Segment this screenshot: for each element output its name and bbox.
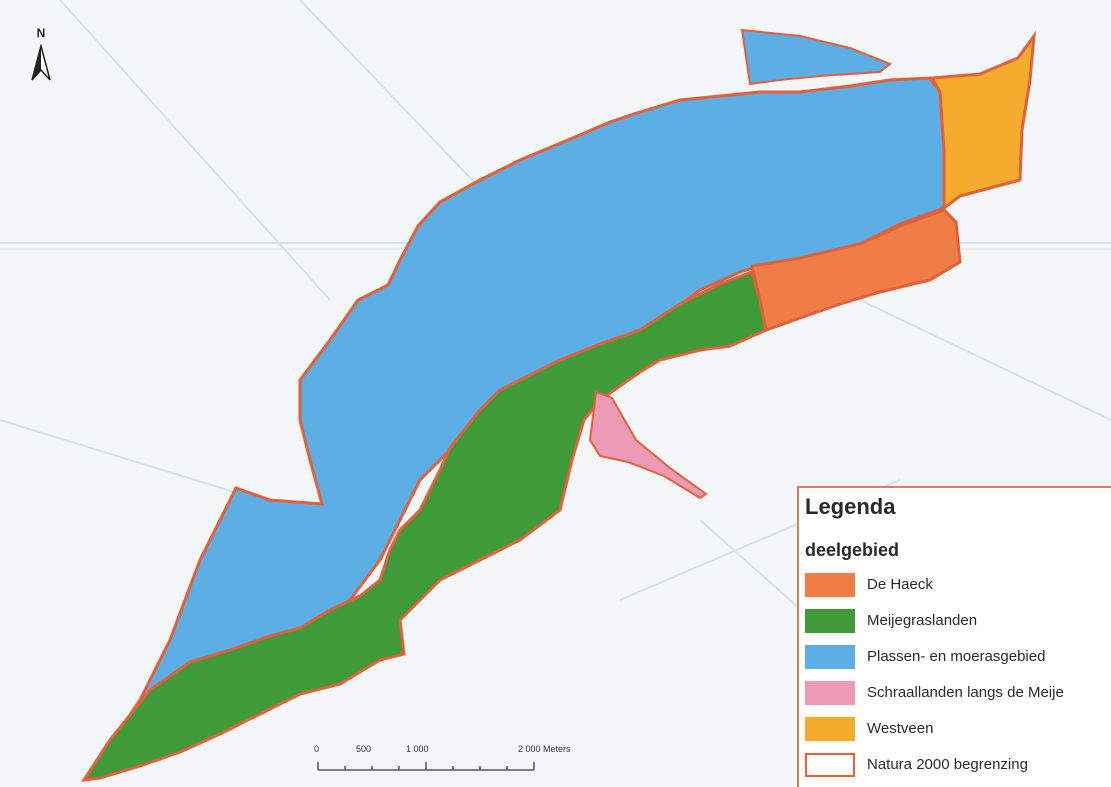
- legend-swatch-natura2000: [805, 753, 855, 777]
- legend-item-de-haeck: De Haeck: [805, 569, 1111, 605]
- scale-label-1000: 1 000: [406, 744, 429, 754]
- plassen-area: [83, 76, 946, 782]
- north-arrow: N: [28, 26, 54, 86]
- legend-label: De Haeck: [867, 576, 933, 593]
- legend-label: Plassen- en moerasgebied: [867, 648, 1046, 665]
- legend-subtitle: deelgebied: [805, 540, 900, 560]
- scale-label-2000: 2 000 Meters: [518, 744, 571, 754]
- legend-item-westveen: Westveen: [805, 713, 1111, 749]
- westveen-area: [929, 30, 1036, 211]
- plassen-island: [740, 28, 892, 86]
- legend-item-meijegraslanden: Meijegraslanden: [805, 605, 1111, 641]
- legend-label: Meijegraslanden: [867, 612, 978, 629]
- legend-swatch-meijegraslanden: [805, 609, 855, 633]
- legend-item-schraallanden: Schraallanden langs de Meije: [805, 677, 1111, 713]
- legend-item-plassen: Plassen- en moerasgebied: [805, 641, 1111, 677]
- legend-swatch-plassen: [805, 645, 855, 669]
- legend: Legenda deelgebied De Haeck Meijegraslan…: [797, 486, 1111, 787]
- schraallanden-area: [588, 390, 708, 500]
- scale-label-500: 500: [356, 744, 372, 754]
- legend-label: Natura 2000 begrenzing: [867, 756, 1028, 773]
- legend-swatch-westveen: [805, 717, 855, 741]
- north-arrow-icon: [31, 44, 51, 81]
- scale-label-0: 0: [314, 744, 320, 754]
- de-haeck-area: [750, 208, 962, 332]
- legend-label: Westveen: [867, 720, 934, 737]
- legend-swatch-schraallanden: [805, 681, 855, 705]
- legend-title: Legenda: [805, 494, 896, 519]
- legend-item-natura2000: Natura 2000 begrenzing: [805, 749, 1111, 785]
- north-label: N: [36, 26, 46, 40]
- legend-label: Schraallanden langs de Meije: [867, 684, 1064, 701]
- legend-swatch-de-haeck: [805, 573, 855, 597]
- scale-bar-ruler: [317, 762, 535, 771]
- legend-list: De Haeck Meijegraslanden Plassen- en moe…: [805, 569, 1111, 785]
- scale-bar: 0 500 1 000 2 000 Meters: [306, 744, 606, 780]
